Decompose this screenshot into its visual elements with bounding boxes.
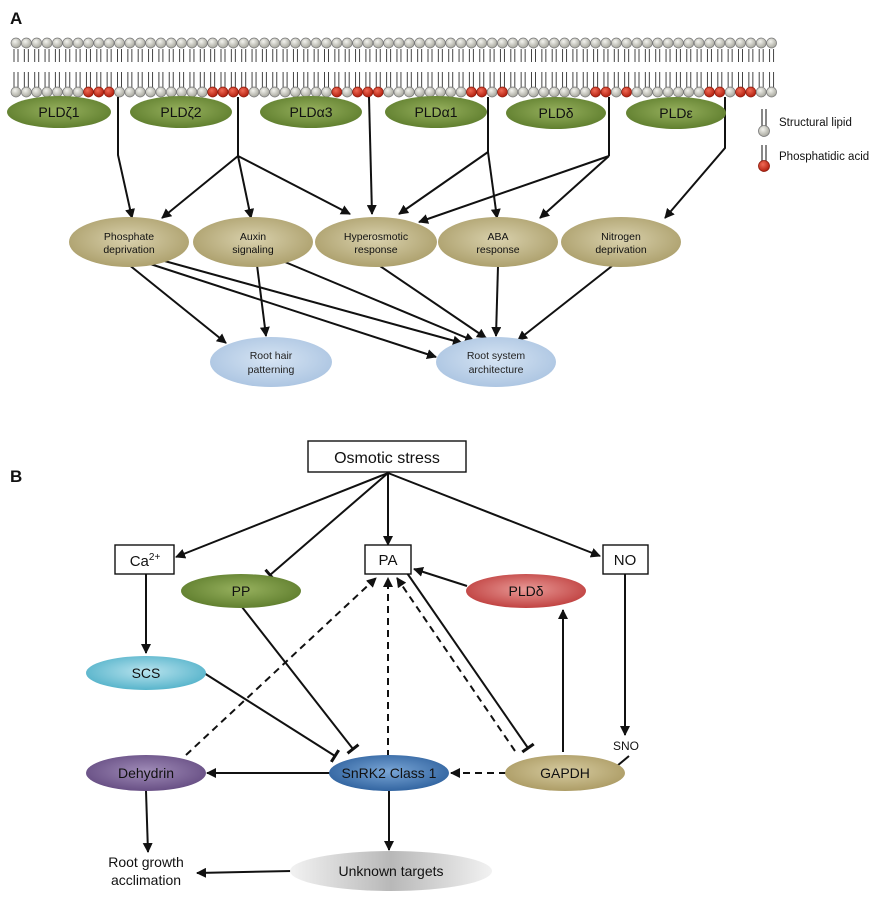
lipid-bilayer-membrane (10, 37, 777, 98)
osmotic-stress-box (307, 440, 467, 473)
pld-zeta1-node (7, 96, 111, 128)
no-label: NO (614, 552, 637, 569)
panel-a-label: A (10, 9, 22, 28)
panel-b-nodes: Osmotic stress Ca2+ PA NO PP PLDδ SCS SN… (86, 440, 649, 891)
pld-delta-b-label: PLDδ (508, 583, 543, 599)
calcium-label: Ca2+ (130, 552, 161, 570)
auxin-signaling-label-line2: signaling (232, 244, 274, 256)
phosphate-deprivation-label: Phosphate (104, 231, 154, 243)
structural-lipid-legend-icon (758, 109, 770, 137)
aba-response-label-line2: response (476, 244, 519, 256)
phosphatidic-acid-legend-icon (758, 145, 770, 172)
root-system-architecture-label-line2: architecture (469, 364, 524, 376)
pa-box (364, 544, 412, 575)
root-hair-patterning-label: Root hair (250, 350, 293, 362)
osmotic-stress-label: Osmotic stress (334, 450, 440, 467)
auxin-signaling-label: Auxin (240, 231, 266, 243)
pld-delta-label: PLDδ (538, 105, 573, 121)
root-growth-acclimation-label-line2: acclimation (111, 872, 181, 888)
nitrogen-deprivation-label-line2: deprivation (595, 244, 647, 256)
snrk2-class1-node (329, 755, 449, 791)
panel-b-label: B (10, 467, 22, 486)
phosphate-deprivation-node (69, 217, 189, 267)
structural-lipid-legend-label: Structural lipid (779, 117, 852, 129)
pa-label: PA (379, 552, 398, 569)
gapdh-node (505, 755, 625, 791)
aba-response-node (438, 217, 558, 267)
outcome-nodes: Root hair patterning Root system archite… (210, 337, 556, 387)
calcium-box (114, 544, 175, 575)
panel-a-edges-lower (127, 256, 613, 359)
pld-delta-node (506, 97, 606, 129)
phosphatidic-acid-legend-label: Phosphatidic acid (779, 151, 869, 163)
pld-zeta2-label: PLDζ2 (160, 104, 201, 120)
phosphate-deprivation-label-line2: deprivation (103, 244, 155, 256)
snrk2-class1-label: SnRK2 Class 1 (342, 765, 437, 781)
scs-node (86, 656, 206, 690)
response-nodes: Phosphate deprivation Auxin signaling Hy… (69, 217, 681, 267)
root-system-architecture-label: Root system (467, 350, 526, 362)
pld-alpha3-label: PLDα3 (289, 104, 332, 120)
hyperosmotic-response-label-line2: response (354, 244, 397, 256)
dehydrin-label: Dehydrin (118, 765, 174, 781)
pld-zeta1-label: PLDζ1 (38, 104, 79, 120)
panel-b-edges (141, 472, 630, 878)
aba-response-label: ABA (487, 231, 508, 243)
nitrogen-deprivation-node (561, 217, 681, 267)
root-growth-acclimation-label: Root growth (108, 854, 183, 870)
auxin-signaling-node (193, 217, 313, 267)
root-system-architecture-node (436, 337, 556, 387)
hyperosmotic-response-label: Hyperosmotic (344, 231, 408, 243)
scs-label: SCS (132, 665, 161, 681)
pld-alpha1-label: PLDα1 (414, 104, 457, 120)
pld-nodes: PLDζ1 PLDζ2 PLDα3 PLDα1 PLDδ PLDε (7, 96, 726, 129)
pld-epsilon-node (626, 97, 726, 129)
gapdh-label: GAPDH (540, 765, 590, 781)
unknown-targets-node (290, 851, 492, 891)
nitrogen-deprivation-label: Nitrogen (601, 231, 641, 243)
unknown-targets-label: Unknown targets (338, 863, 443, 879)
pp-node (181, 574, 301, 608)
pld-zeta2-node (130, 96, 232, 128)
pld-delta-b-node (466, 574, 586, 608)
pld-alpha3-node (260, 96, 362, 128)
no-box (602, 544, 649, 575)
root-hair-patterning-label-line2: patterning (248, 364, 295, 376)
pld-epsilon-label: PLDε (659, 105, 692, 121)
hyperosmotic-response-node (315, 217, 437, 267)
root-hair-patterning-node (210, 337, 332, 387)
pp-label: PP (232, 583, 251, 599)
sno-label: SNO (613, 739, 639, 753)
legend: Structural lipid Phosphatidic acid (758, 109, 869, 172)
dehydrin-node (86, 755, 206, 791)
pld-alpha1-node (385, 96, 487, 128)
